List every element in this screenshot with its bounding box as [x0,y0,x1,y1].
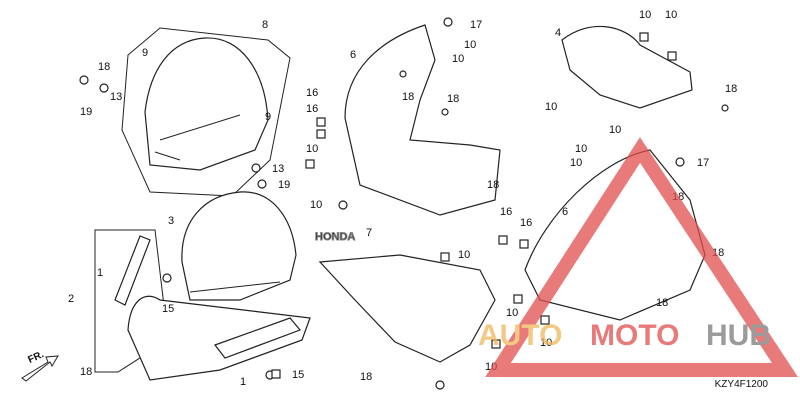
callout-11b: 13 [272,163,284,175]
callout-4: 4 [555,27,561,39]
callout-10n: 10 [540,337,552,349]
callout-14a: 16 [306,87,318,99]
inner-cover-upper [344,24,501,216]
fasteners [79,17,729,390]
callout-15: 18 [98,61,110,73]
watermark: AUTO MOTO HUB [478,137,798,377]
callout-10d: 10 [310,199,322,211]
callout-16b: 19 [278,179,290,191]
callout-10h: 10 [665,9,677,21]
callout-18h: 18 [656,297,668,309]
callout-10m: 10 [506,307,518,319]
callout-9: 9 [142,47,148,59]
watermark-text-moto: MOTO [590,319,679,352]
callout-7: 7 [366,227,372,239]
callout-1b: 1 [240,376,246,388]
callout-6: 6 [562,206,568,218]
callout-10c: 10 [306,143,318,155]
group-outline-windscreen [121,27,291,197]
front-top-cover [561,25,693,109]
callout-10i: 10 [545,101,557,113]
watermark-text-hub: HUB [706,319,771,352]
callout-10b: 10 [452,53,464,65]
callout-8: 8 [262,19,268,31]
callout-14c: 16 [500,206,512,218]
callout-18a: 18 [80,366,92,378]
callout-10l: 10 [570,157,582,169]
watermark-text-auto: AUTO [478,319,562,352]
inner-shield [181,191,297,301]
callout-17: 17 [470,19,482,31]
callout-9b: 9 [265,111,271,123]
front-direction-arrow-icon [21,355,59,382]
under-cover [318,254,496,363]
callout-10k: 10 [575,143,587,155]
callout-18e: 18 [725,83,737,95]
callout-18d: 18 [487,179,499,191]
callout-11: 13 [110,91,122,103]
callout-15b: 18 [360,371,372,383]
callout-16: 19 [80,106,92,118]
callout-10j: 10 [609,124,621,136]
callout-10f: 10 [458,249,470,261]
callout-18b: 18 [402,91,414,103]
callout-2: 2 [68,293,74,305]
callout-10a: 10 [464,39,476,51]
callout-18c: 18 [447,93,459,105]
callout-5: 6 [350,49,356,61]
watermark-triangle [485,137,798,377]
front-cover-lower [127,295,311,381]
windscreen [144,37,269,171]
callout-14d: 16 [520,217,532,229]
callout-17b: 17 [697,157,709,169]
callout-14b: 16 [306,103,318,115]
diagram-code: KZY4F1200 [714,379,768,390]
callout-13: 15 [162,303,174,315]
garnish-strip-lower [214,317,302,359]
callout-1: 1 [97,267,103,279]
honda-mark: HONDA [315,231,355,243]
callout-10g: 10 [639,9,651,21]
callout-13b: 15 [292,369,304,381]
garnish-strip-left [114,235,151,306]
callout-3: 3 [168,215,174,227]
